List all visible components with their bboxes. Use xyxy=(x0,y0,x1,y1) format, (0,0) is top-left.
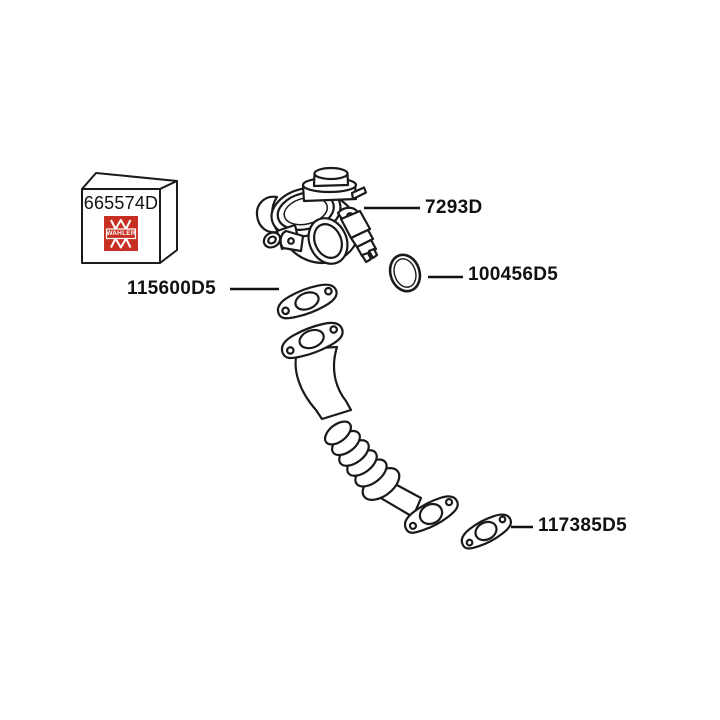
valve-pin xyxy=(350,186,368,201)
valve-flange-ring xyxy=(307,217,349,265)
upper-gasket-drawing xyxy=(276,283,338,320)
valve-dome xyxy=(270,186,342,238)
box-part-number: 665574D xyxy=(83,193,159,213)
valve-connector xyxy=(339,209,379,264)
packaging-box xyxy=(81,172,178,264)
valve-nipple xyxy=(262,231,282,249)
pipe-assembly-drawing xyxy=(280,321,459,534)
logo-zigzag-top xyxy=(110,219,132,230)
seal-ring-drawing xyxy=(388,253,422,293)
wahler-logo-text: WAHLER xyxy=(106,230,136,237)
egr-valve-drawing xyxy=(255,166,379,265)
logo-zigzag-bottom xyxy=(110,237,132,249)
box-right-face xyxy=(159,180,178,264)
box-top-face xyxy=(81,172,178,190)
leader-lines xyxy=(230,206,533,529)
part-label-117385d5: 117385D5 xyxy=(538,515,628,536)
pipe-upper-flange xyxy=(280,321,344,360)
wahler-logo xyxy=(104,216,138,251)
part-label-115600d5: 115600D5 xyxy=(127,278,217,299)
pipe-bellows xyxy=(323,420,401,501)
valve-ear-left xyxy=(279,229,305,253)
valve-ear-left-hole xyxy=(287,237,295,245)
valve-cap-top xyxy=(313,166,349,181)
pipe-upper-tube xyxy=(294,345,353,421)
logo-name-band xyxy=(105,228,137,240)
pipe-end-flange xyxy=(403,495,459,534)
part-label-100456d5: 100456D5 xyxy=(468,264,559,285)
part-label-7293d: 7293D xyxy=(425,197,483,218)
lower-gasket-drawing xyxy=(460,513,513,550)
